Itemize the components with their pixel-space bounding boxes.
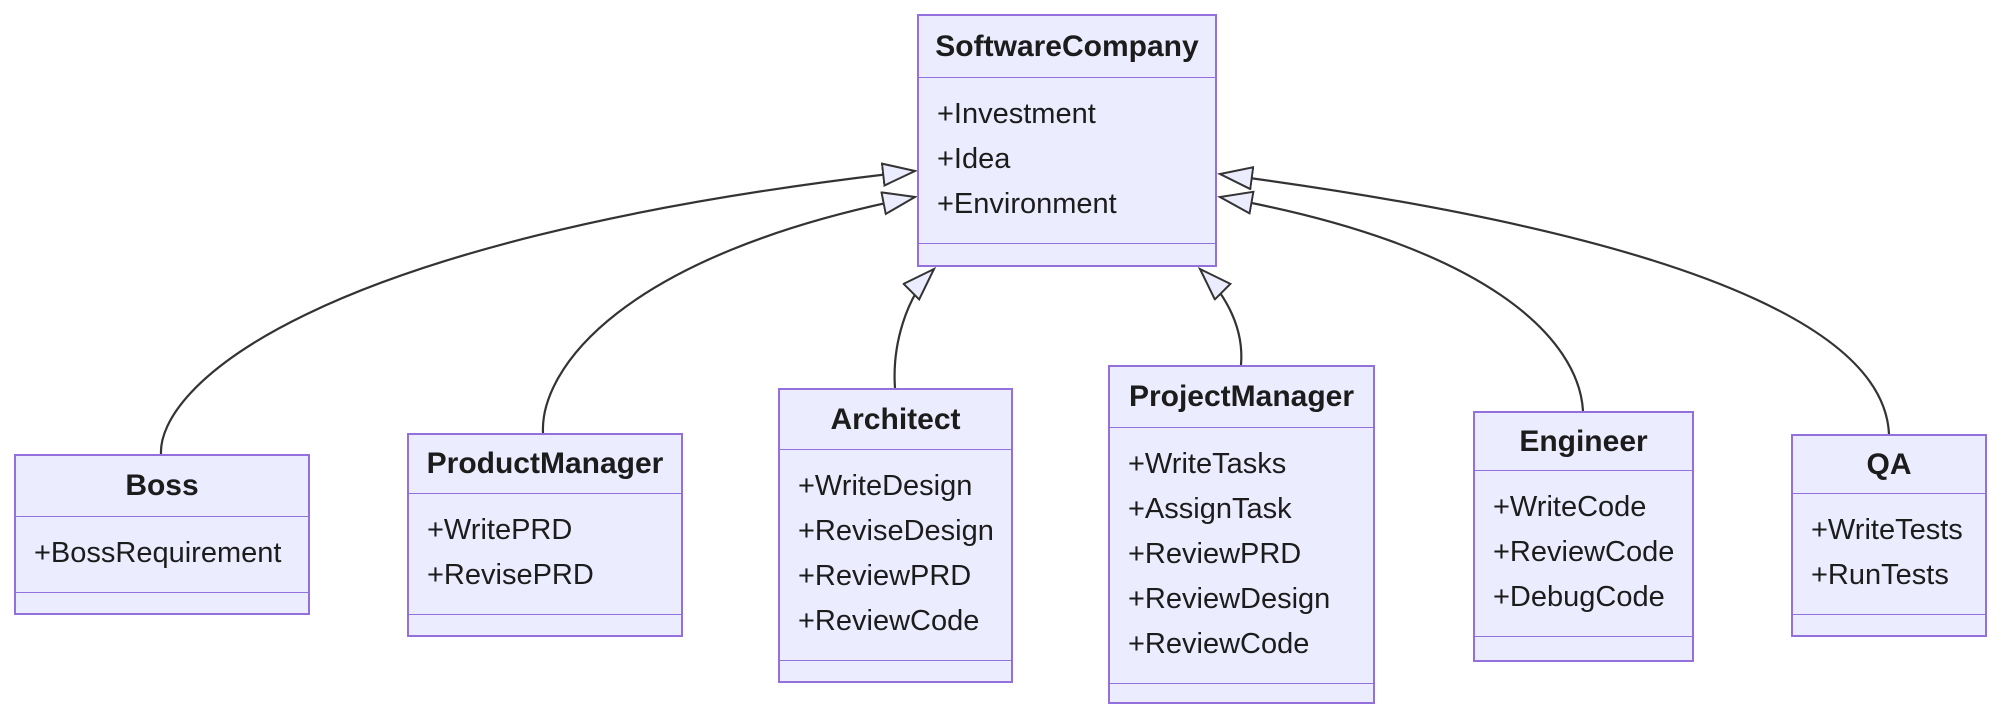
edge-qa-softwarecompany <box>1220 174 1891 435</box>
class-members-productmanager: +WritePRD +RevisePRD <box>409 493 681 614</box>
class-box-engineer: Engineer +WriteCode +ReviewCode +DebugCo… <box>1473 411 1694 662</box>
class-methods-empty-qa <box>1793 614 1985 635</box>
class-member: +Environment <box>937 188 1117 220</box>
class-member: +ReviewPRD <box>798 560 972 592</box>
class-title-architect: Architect <box>830 402 961 436</box>
class-box-productmanager: ProductManager +WritePRD +RevisePRD <box>407 433 683 637</box>
class-box-boss: Boss +BossRequirement <box>14 454 310 615</box>
class-members-qa: +WriteTests +RunTests <box>1793 493 1985 614</box>
class-member: +ReviewPRD <box>1128 538 1302 570</box>
class-member: +Idea <box>937 143 1011 175</box>
class-methods-empty-softwarecompany <box>919 243 1215 265</box>
class-methods-empty-boss <box>16 592 308 613</box>
class-member: +WriteTasks <box>1128 448 1287 480</box>
class-member: +Investment <box>937 98 1096 130</box>
class-members-boss: +BossRequirement <box>16 516 308 592</box>
class-title-productmanager: ProductManager <box>426 447 664 480</box>
edge-boss-softwarecompany <box>159 171 915 455</box>
class-methods-empty-productmanager <box>409 614 681 635</box>
class-member: +ReviseDesign <box>798 515 994 547</box>
class-member: +DebugCode <box>1493 581 1665 613</box>
class-member: +WriteDesign <box>798 470 973 502</box>
class-member: +AssignTask <box>1128 493 1292 525</box>
edge-productmanager-softwarecompany <box>541 197 915 434</box>
class-title-qa: QA <box>1866 447 1912 481</box>
edge-projectmanager-softwarecompany <box>1200 269 1243 366</box>
edge-engineer-softwarecompany <box>1220 197 1585 412</box>
class-box-architect: Architect +WriteDesign +ReviseDesign +Re… <box>778 388 1013 683</box>
class-member: +ReviewDesign <box>1128 583 1331 615</box>
class-members-architect: +WriteDesign +ReviseDesign +ReviewPRD +R… <box>780 449 1011 660</box>
class-members-softwarecompany: +Investment +Idea +Environment <box>919 77 1215 243</box>
class-title-engineer: Engineer <box>1519 424 1648 458</box>
class-methods-empty-engineer <box>1475 636 1692 660</box>
class-title-softwarecompany: SoftwareCompany <box>935 29 1199 63</box>
class-member: +RunTests <box>1811 559 1949 591</box>
class-member: +ReviewCode <box>798 605 980 637</box>
class-members-projectmanager: +WriteTasks +AssignTask +ReviewPRD +Revi… <box>1110 427 1373 683</box>
edge-architect-softwarecompany <box>893 269 934 389</box>
class-member: +WriteCode <box>1493 491 1647 523</box>
class-methods-empty-architect <box>780 660 1011 681</box>
class-methods-empty-projectmanager <box>1110 683 1373 702</box>
class-member: +BossRequirement <box>34 537 282 569</box>
class-box-qa: QA +WriteTests +RunTests <box>1791 434 1987 637</box>
class-members-engineer: +WriteCode +ReviewCode +DebugCode <box>1475 470 1692 636</box>
class-title-projectmanager: ProjectManager <box>1128 380 1355 413</box>
class-box-softwarecompany: SoftwareCompany +Investment +Idea +Envir… <box>917 14 1217 267</box>
class-title-boss: Boss <box>125 469 199 502</box>
class-member: +RevisePRD <box>427 559 594 591</box>
class-member: +ReviewCode <box>1128 628 1310 660</box>
class-member: +WritePRD <box>427 514 573 546</box>
class-member: +ReviewCode <box>1493 536 1675 568</box>
class-member: +WriteTests <box>1811 514 1963 546</box>
class-box-projectmanager: ProjectManager +WriteTasks +AssignTask +… <box>1108 365 1375 704</box>
